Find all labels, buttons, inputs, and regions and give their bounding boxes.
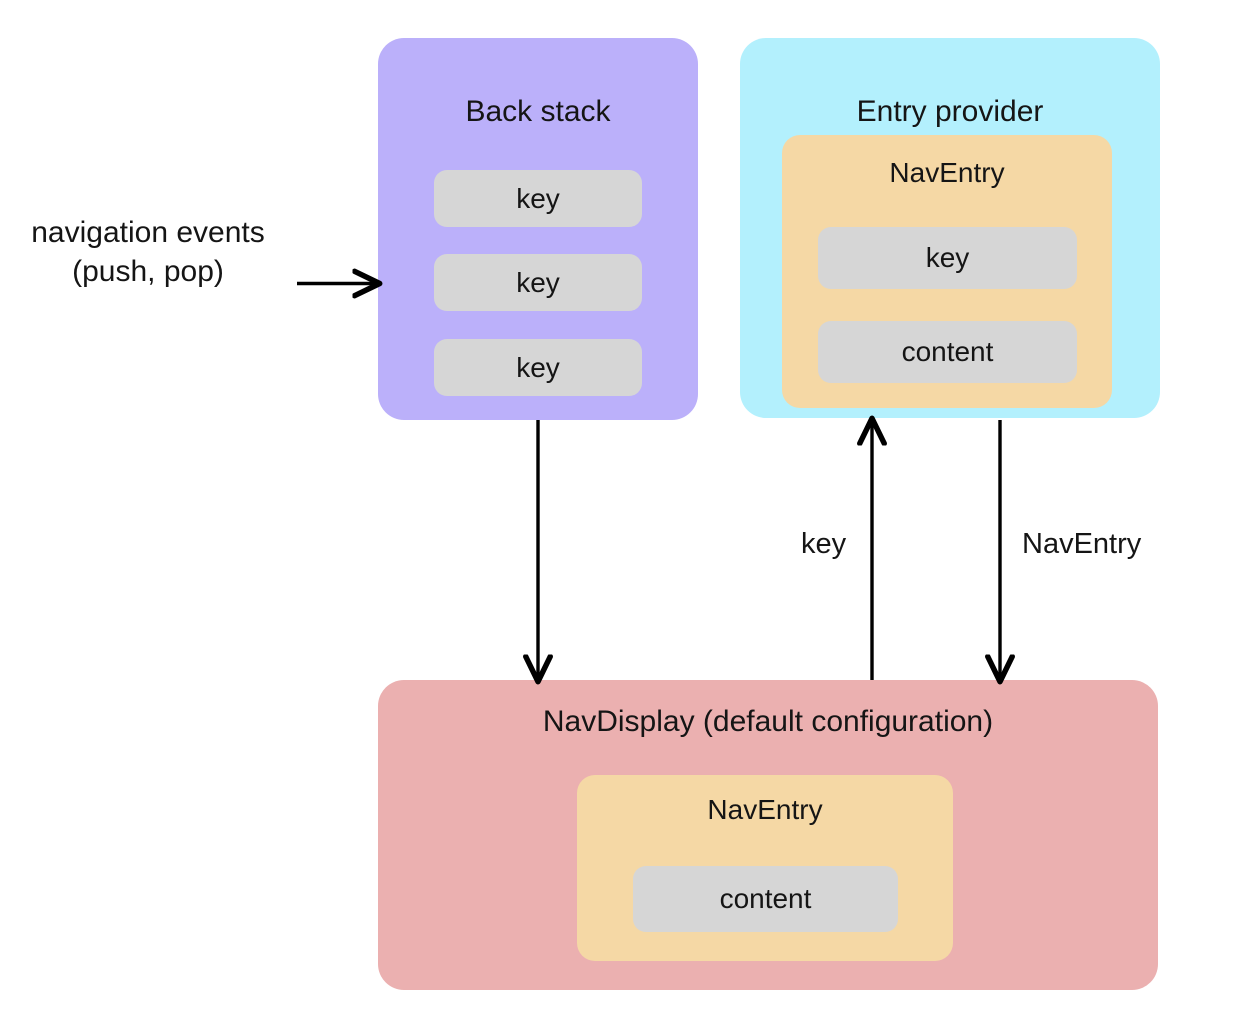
nav-entry-title: NavEntry bbox=[889, 157, 1005, 188]
edge-label-naventry: NavEntry bbox=[1022, 528, 1142, 560]
back-stack-key-chip: key bbox=[434, 254, 642, 311]
nav-display-title: NavDisplay (default configuration) bbox=[542, 705, 994, 738]
back-stack-key-chip: key bbox=[434, 170, 642, 227]
entry-provider-container: Entry provider NavEntry key content bbox=[740, 38, 1160, 418]
navigation-events-line-1: navigation events bbox=[31, 216, 265, 249]
nav-entry-content-chip: content bbox=[633, 866, 898, 932]
nav-entry-title: NavEntry bbox=[707, 794, 823, 825]
navigation-events-label: navigation events (push, pop) bbox=[8, 213, 288, 291]
nav-display-nav-entry-panel: NavEntry content bbox=[577, 775, 953, 961]
nav-display-container: NavDisplay (default configuration) NavEn… bbox=[378, 680, 1158, 990]
navigation-events-line-2: (push, pop) bbox=[72, 255, 224, 288]
nav-entry-content-chip: content bbox=[818, 321, 1077, 383]
entry-provider-nav-entry-panel: NavEntry key content bbox=[782, 135, 1112, 408]
back-stack-container: Back stack key key key bbox=[378, 38, 698, 420]
back-stack-title: Back stack bbox=[465, 95, 611, 128]
nav-entry-key-chip: key bbox=[818, 227, 1077, 289]
back-stack-key-chip: key bbox=[434, 339, 642, 396]
entry-provider-title: Entry provider bbox=[856, 95, 1044, 128]
edge-label-key: key bbox=[801, 528, 847, 560]
